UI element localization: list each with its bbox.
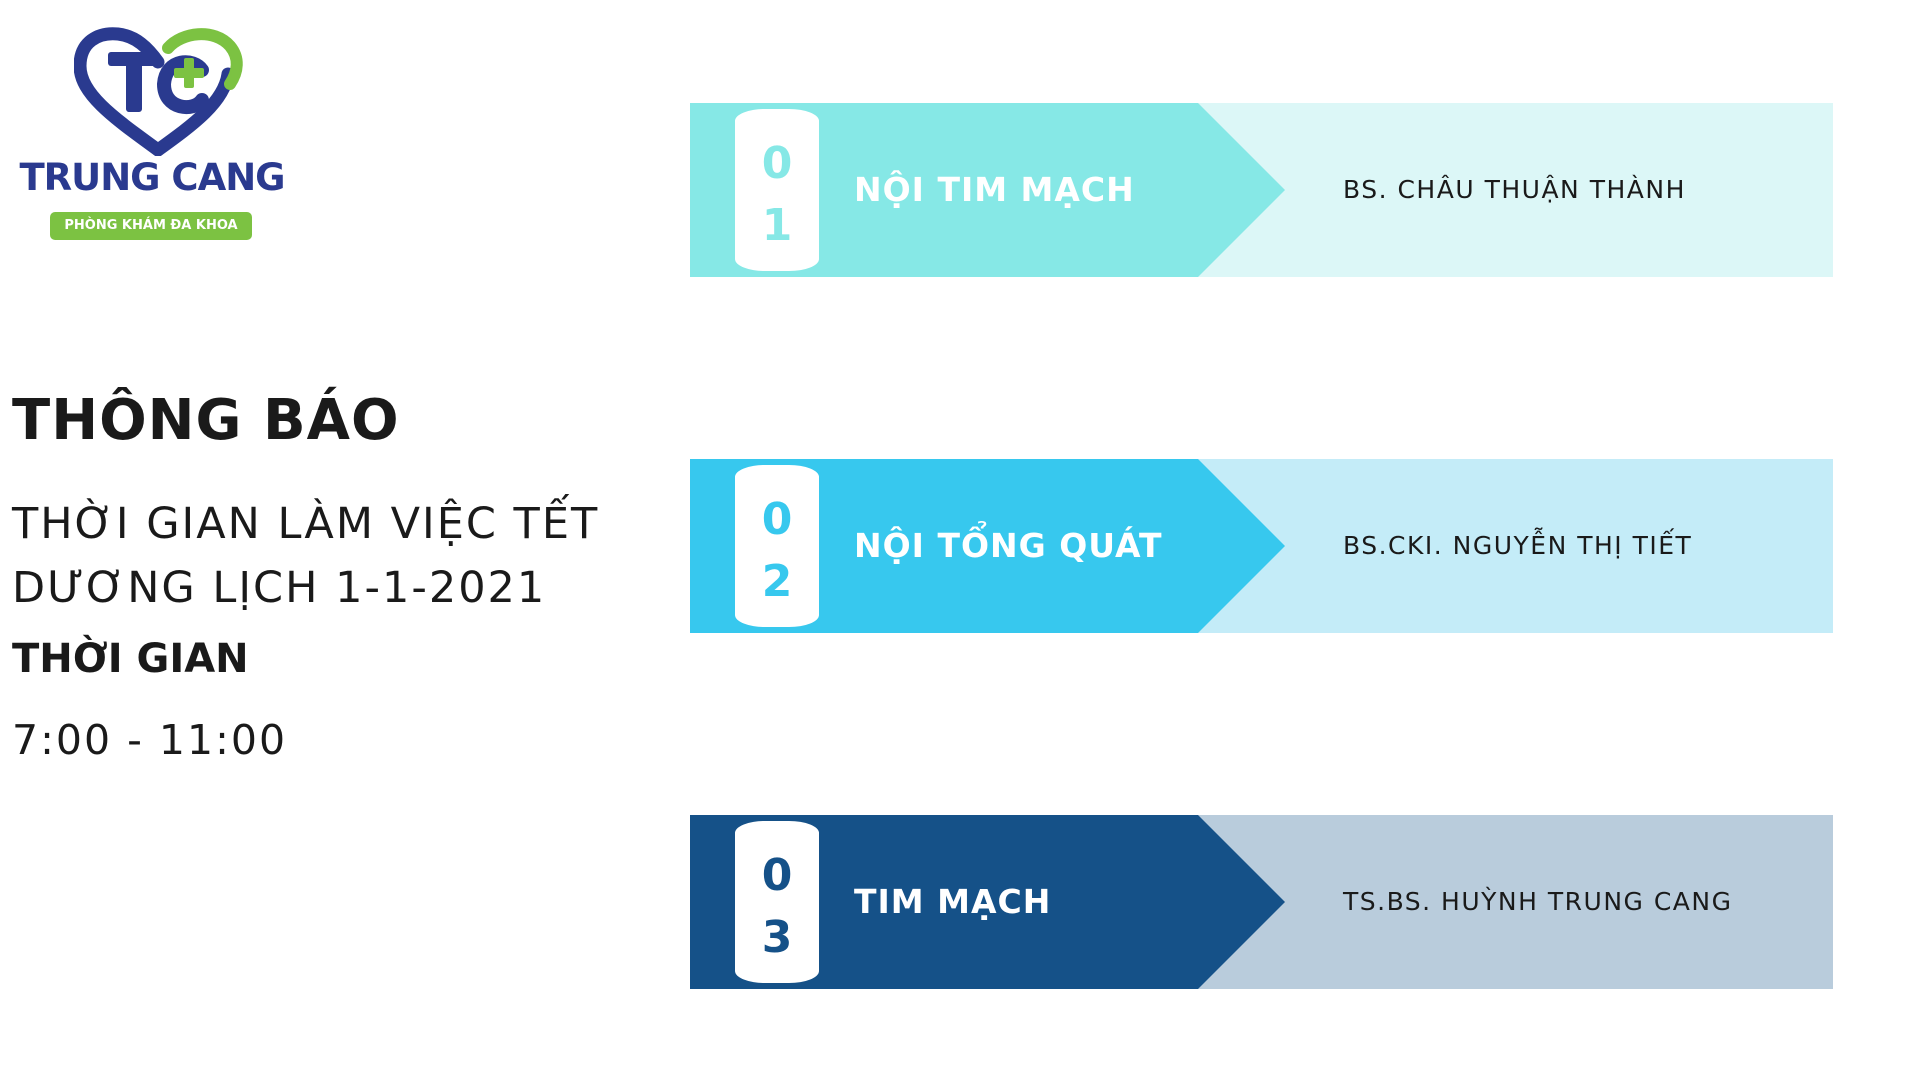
item-number-digit-1: 0 <box>761 494 793 545</box>
department-name: NỘI TIM MẠCH <box>854 170 1135 209</box>
heart-logo-icon <box>74 27 243 156</box>
schedule-item-1: 0 1 NỘI TIM MẠCH BS. CHÂU THUẬN THÀNH <box>690 103 1833 277</box>
doctor-name: BS. CHÂU THUẬN THÀNH <box>1343 175 1686 204</box>
doctor-name: BS.CKI. NGUYỄN THỊ TIẾT <box>1343 531 1693 560</box>
banner-arrow-shape <box>690 103 1285 277</box>
item-number-digit-2: 3 <box>761 912 793 963</box>
department-name: TIM MẠCH <box>854 882 1052 921</box>
number-tab <box>735 821 819 983</box>
number-tab <box>735 109 819 271</box>
schedule-item-3: 0 3 TIM MẠCH TS.BS. HUỲNH TRUNG CANG <box>690 815 1833 989</box>
schedule-item-2: 0 2 NỘI TỔNG QUÁT BS.CKI. NGUYỄN THỊ TIẾ… <box>690 459 1833 633</box>
doctor-name: TS.BS. HUỲNH TRUNG CANG <box>1343 887 1733 916</box>
item-number-digit-2: 1 <box>761 200 793 251</box>
brand-tagline: PHÒNG KHÁM ĐA KHOA <box>50 212 252 240</box>
item-number-digit-2: 2 <box>761 556 793 607</box>
time-label: THỜI GIAN <box>12 636 249 682</box>
clinic-logo: TRUNG CANG PHÒNG KHÁM ĐA KHOA <box>12 26 292 246</box>
banner-arrow-shape <box>690 459 1285 633</box>
brand-name: TRUNG CANG <box>19 156 285 199</box>
number-tab <box>735 465 819 627</box>
subtitle-line-2: DƯƠNG LỊCH 1-1-2021 <box>12 563 547 613</box>
subtitle-line-1: THỜI GIAN LÀM VIỆC TẾT <box>12 499 600 549</box>
item-number-digit-1: 0 <box>761 138 793 189</box>
department-name: NỘI TỔNG QUÁT <box>854 526 1163 565</box>
notice-subtitle: THỜI GIAN LÀM VIỆC TẾT DƯƠNG LỊCH 1-1-20… <box>12 492 652 620</box>
page-title: THÔNG BÁO <box>12 388 400 453</box>
item-number-digit-1: 0 <box>761 850 793 901</box>
banner-arrow-shape <box>690 815 1285 989</box>
time-value: 7:00 - 11:00 <box>12 716 288 764</box>
